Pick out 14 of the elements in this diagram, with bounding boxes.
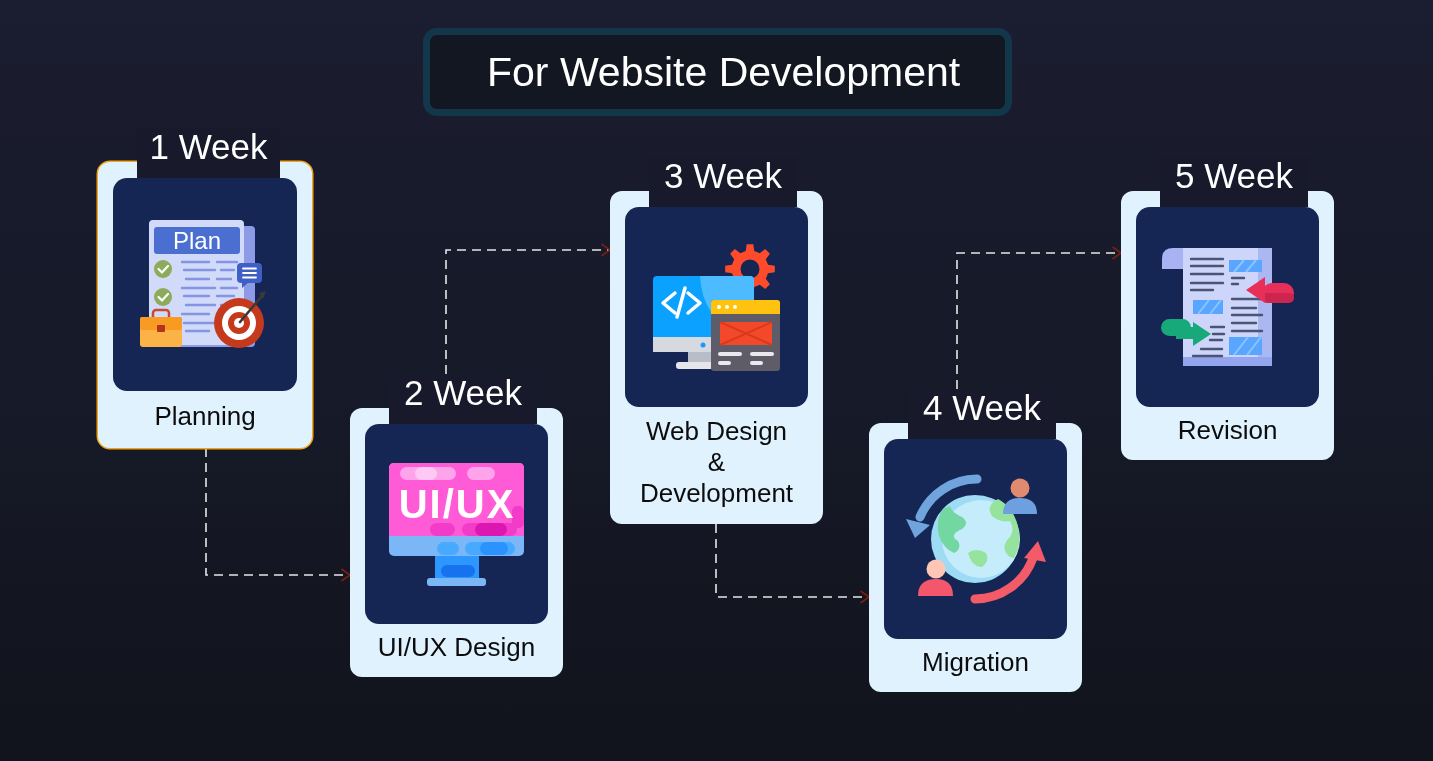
step-title: Planning [154, 400, 256, 433]
step-title: Web Design & Development [638, 415, 795, 510]
step-title: Migration [922, 646, 1029, 679]
connector-arrow [715, 523, 870, 604]
week-tab: 4 Week [908, 389, 1056, 439]
banner-text: Plan [171, 227, 222, 254]
connector-arrow [956, 246, 1122, 390]
connector-arrow [205, 447, 351, 582]
week-tab: 2 Week [389, 374, 537, 424]
step-title: UI/UX Design [377, 631, 536, 664]
screen-text: UI/UX [397, 485, 517, 523]
step-title: Revision [1177, 414, 1278, 447]
title-banner: For Website Development [423, 28, 1012, 116]
connector-arrow [445, 243, 611, 375]
